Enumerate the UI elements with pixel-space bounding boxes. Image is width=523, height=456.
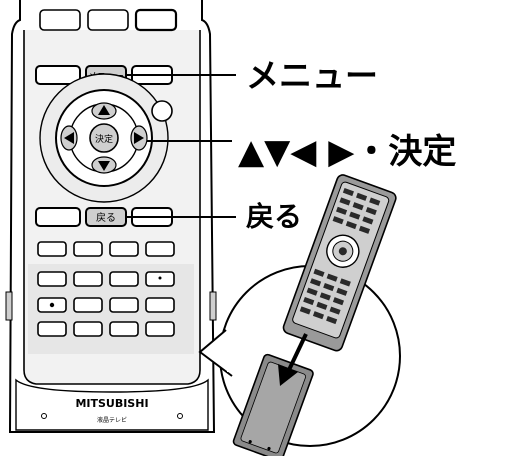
number-key[interactable]: [73, 271, 103, 287]
screw-right: [177, 413, 183, 419]
menu-callout-label: メニュー: [246, 56, 378, 95]
back-callout-label: 戻る: [246, 200, 303, 233]
triangle-left-icon: [64, 132, 74, 144]
mini-remote: [282, 174, 397, 352]
menu-row-left-button[interactable]: [35, 65, 81, 85]
back-button-label: 戻る: [96, 211, 116, 224]
number-key[interactable]: [109, 321, 139, 337]
triangle-down-icon: [98, 161, 110, 171]
left-button[interactable]: [60, 125, 78, 151]
color-button-2[interactable]: [73, 241, 103, 257]
down-button[interactable]: [91, 156, 117, 174]
number-key[interactable]: [73, 321, 103, 337]
arrow-down-left-icon: [278, 333, 308, 386]
color-button-3[interactable]: [109, 241, 139, 257]
back-button[interactable]: 戻る: [85, 207, 127, 227]
number-key[interactable]: [73, 297, 103, 313]
number-key[interactable]: [37, 271, 67, 287]
number-key[interactable]: [109, 271, 139, 287]
back-row-left-button[interactable]: [35, 207, 81, 227]
screw-left: [41, 413, 47, 419]
number-pad: [37, 271, 175, 337]
brand-subtitle: 液晶テレビ: [97, 416, 127, 424]
enter-button[interactable]: 決定: [89, 123, 119, 153]
top-button-2[interactable]: [87, 9, 129, 31]
enter-button-label: 決定: [95, 133, 113, 145]
small-round-button[interactable]: [151, 100, 173, 122]
navigation-callout-label: ▲▼◀ ▶・決定: [238, 132, 457, 172]
triangle-up-icon: [98, 105, 110, 115]
top-button-3[interactable]: [134, 8, 178, 32]
top-button-1[interactable]: [39, 9, 81, 31]
color-buttons-row: [37, 241, 175, 257]
number-key[interactable]: [109, 297, 139, 313]
up-button[interactable]: [91, 102, 117, 120]
number-key[interactable]: [37, 321, 67, 337]
triangle-right-icon: [134, 132, 144, 144]
right-button[interactable]: [130, 125, 148, 151]
color-button-4[interactable]: [145, 241, 175, 257]
number-key[interactable]: [145, 321, 175, 337]
battery-cover: [232, 353, 314, 456]
number-key[interactable]: [145, 297, 175, 313]
color-button-1[interactable]: [37, 241, 67, 257]
brand-logo: MITSUBISHI: [75, 397, 148, 410]
